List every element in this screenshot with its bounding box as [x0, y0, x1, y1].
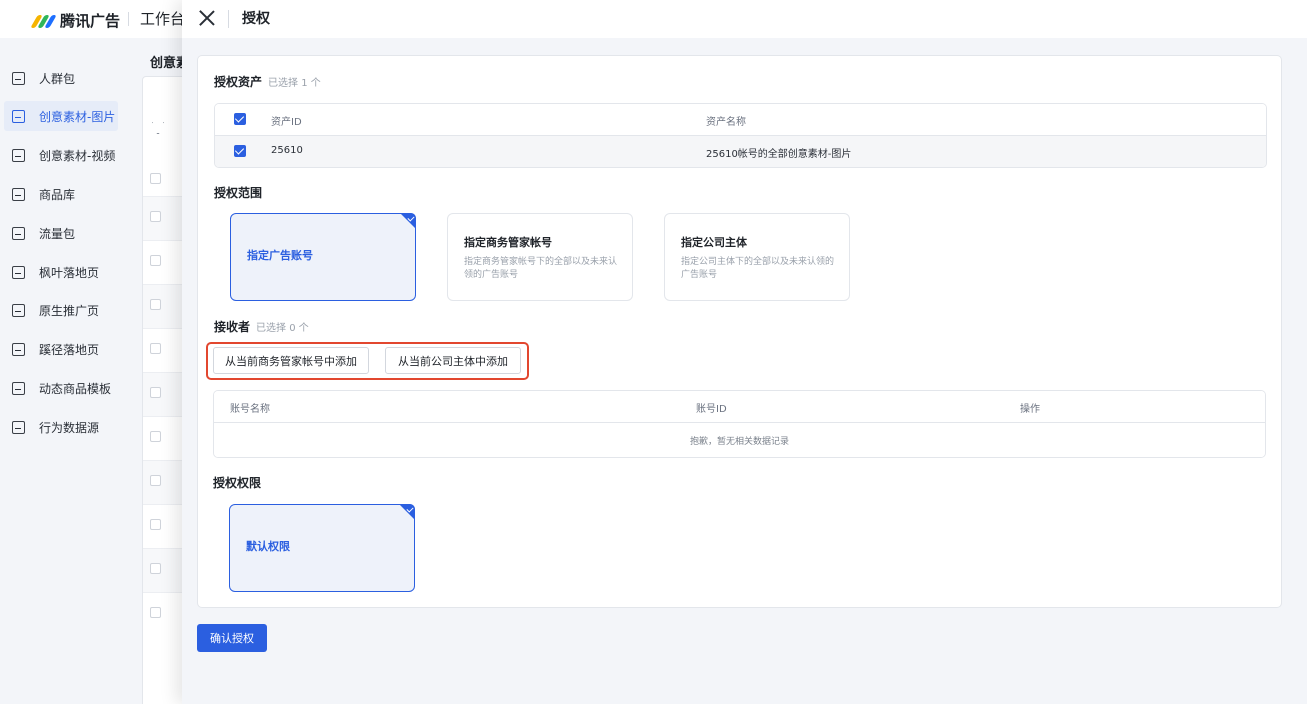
- native-page-icon: [12, 303, 25, 317]
- row-checkbox[interactable]: [150, 431, 161, 442]
- sidebar-item-creative-image[interactable]: 创意素材-图片: [4, 101, 118, 131]
- scope-option-title: 指定公司主体: [681, 236, 747, 249]
- sidebar-item-label: 枫叶落地页: [39, 265, 100, 280]
- product-icon: [12, 187, 25, 201]
- document-icon: [12, 342, 25, 356]
- authorization-drawer: 授权 授权资产已选择 1 个 资产ID 资产名称 25610 25610帐号的全…: [182, 0, 1307, 704]
- receivers-title: 接收者: [214, 320, 251, 334]
- assets-table: 资产ID 资产名称 25610 25610帐号的全部创意素材-图片: [214, 103, 1267, 168]
- row-checkbox[interactable]: [234, 145, 246, 157]
- column-header-asset-name: 资产名称: [706, 117, 746, 128]
- assets-title: 授权资产: [214, 75, 263, 89]
- asset-id-cell: 25610: [271, 145, 303, 156]
- drawer-title: 授权: [242, 11, 270, 27]
- assets-selected-count: 已选择 1 个: [268, 78, 321, 89]
- add-from-business-manager-button[interactable]: 从当前商务管家帐号中添加: [213, 347, 369, 374]
- background-page-title: 创意素: [150, 56, 190, 71]
- scope-option-ad-account[interactable]: 指定广告账号: [230, 213, 416, 301]
- sidebar-item-label: 动态商品模板: [39, 381, 112, 396]
- assets-table-header: 资产ID 资产名称: [215, 104, 1266, 136]
- select-all-checkbox[interactable]: [234, 113, 246, 125]
- header-divider: [128, 12, 129, 26]
- row-checkbox[interactable]: [150, 607, 161, 618]
- receivers-table-header: 账号名称 账号ID 操作: [214, 391, 1265, 423]
- drawer-header: 授权: [182, 0, 1307, 38]
- assets-section-title: 授权资产已选择 1 个: [214, 73, 321, 90]
- sidebar-item-product-library[interactable]: 商品库: [4, 179, 118, 209]
- sidebar: 人群包 创意素材-图片 创意素材-视频 商品库 流量包 枫叶落地页 原生推广页 …: [0, 38, 132, 704]
- row-checkbox[interactable]: [150, 475, 161, 486]
- sidebar-item-traffic-package[interactable]: 流量包: [4, 218, 118, 248]
- sidebar-item-label: 流量包: [39, 226, 76, 241]
- sidebar-item-label: 商品库: [39, 187, 76, 202]
- row-checkbox[interactable]: [150, 519, 161, 530]
- receivers-section-title: 接收者已选择 0 个: [214, 318, 309, 335]
- table-row: [143, 328, 191, 372]
- scope-option-title: 指定商务管家帐号: [464, 236, 552, 249]
- table-row: [143, 416, 191, 460]
- row-checkbox[interactable]: [150, 255, 161, 266]
- row-checkbox[interactable]: [150, 299, 161, 310]
- column-header-account-id: 账号ID: [696, 404, 727, 415]
- receivers-table: 账号名称 账号ID 操作 抱歉，暂无相关数据记录: [213, 390, 1266, 458]
- asset-name-cell: 25610帐号的全部创意素材-图片: [706, 149, 852, 160]
- sidebar-item-native-page[interactable]: 原生推广页: [4, 295, 118, 325]
- sidebar-item-dynamic-template[interactable]: 动态商品模板: [4, 373, 118, 403]
- table-row: [143, 240, 191, 284]
- permission-option-title: 默认权限: [246, 540, 290, 553]
- sidebar-item-creative-video[interactable]: 创意素材-视频: [4, 140, 118, 170]
- tencent-ads-logo-icon: [30, 13, 57, 29]
- add-from-company-button[interactable]: 从当前公司主体中添加: [385, 347, 521, 374]
- row-checkbox[interactable]: [150, 343, 161, 354]
- scope-option-business-manager[interactable]: 指定商务管家帐号 指定商务管家帐号下的全部以及未来认领的广告账号: [447, 213, 633, 301]
- sidebar-item-behavior-data-source[interactable]: 行为数据源: [4, 412, 118, 442]
- row-checkbox[interactable]: [150, 211, 161, 222]
- brand-name: 腾讯广告: [60, 12, 121, 30]
- close-icon[interactable]: [196, 7, 218, 29]
- sidebar-item-label: 原生推广页: [39, 303, 100, 318]
- column-header-actions: 操作: [1020, 404, 1040, 415]
- column-header-asset-id: 资产ID: [271, 117, 302, 128]
- confirm-authorization-button[interactable]: 确认授权: [197, 624, 267, 652]
- sidebar-item-audience[interactable]: 人群包: [4, 63, 118, 93]
- table-row: [143, 592, 191, 636]
- video-icon: [12, 148, 25, 162]
- scope-option-title: 指定广告账号: [247, 249, 313, 262]
- empty-state-row: 抱歉，暂无相关数据记录: [214, 423, 1265, 457]
- drawer-header-divider: [228, 10, 229, 28]
- brand-logo[interactable]: 腾讯广告: [30, 10, 120, 31]
- chart-icon: [12, 420, 25, 434]
- traffic-icon: [12, 226, 25, 240]
- selected-check-icon: [399, 504, 415, 520]
- image-icon: [12, 109, 25, 123]
- row-checkbox[interactable]: [150, 173, 161, 184]
- column-header-account-name: 账号名称: [230, 404, 270, 415]
- sidebar-item-label: 创意素材-视频: [39, 148, 116, 163]
- scope-option-description: 指定公司主体下的全部以及未来认领的广告账号: [681, 257, 835, 280]
- row-checkbox[interactable]: [150, 387, 161, 398]
- sidebar-item-xijing-landing-page[interactable]: 蹊径落地页: [4, 334, 118, 364]
- receivers-selected-count: 已选择 0 个: [256, 323, 309, 334]
- sidebar-item-maple-landing-page[interactable]: 枫叶落地页: [4, 257, 118, 287]
- sidebar-item-label: 行为数据源: [39, 420, 100, 435]
- sidebar-item-label: 人群包: [39, 71, 76, 86]
- scope-option-description: 指定商务管家帐号下的全部以及未来认领的广告账号: [464, 257, 618, 280]
- sidebar-item-label: 蹊径落地页: [39, 342, 100, 357]
- row-checkbox[interactable]: [150, 563, 161, 574]
- template-icon: [12, 381, 25, 395]
- workbench-link[interactable]: 工作台: [140, 10, 186, 28]
- table-row: [143, 504, 191, 548]
- selected-check-icon: [400, 213, 416, 229]
- landing-page-icon: [12, 265, 25, 279]
- scope-section-title: 授权范围: [214, 186, 263, 200]
- scope-option-company[interactable]: 指定公司主体 指定公司主体下的全部以及未来认领的广告账号: [664, 213, 850, 301]
- table-row: 25610 25610帐号的全部创意素材-图片: [215, 136, 1266, 167]
- sidebar-item-label: 创意素材-图片: [39, 109, 116, 124]
- add-buttons-highlight: [206, 342, 529, 380]
- permissions-section-title: 授权权限: [213, 476, 262, 490]
- empty-state-text: 抱歉，暂无相关数据记录: [689, 437, 789, 447]
- audience-icon: [12, 71, 25, 85]
- permission-option-default[interactable]: 默认权限: [229, 504, 415, 592]
